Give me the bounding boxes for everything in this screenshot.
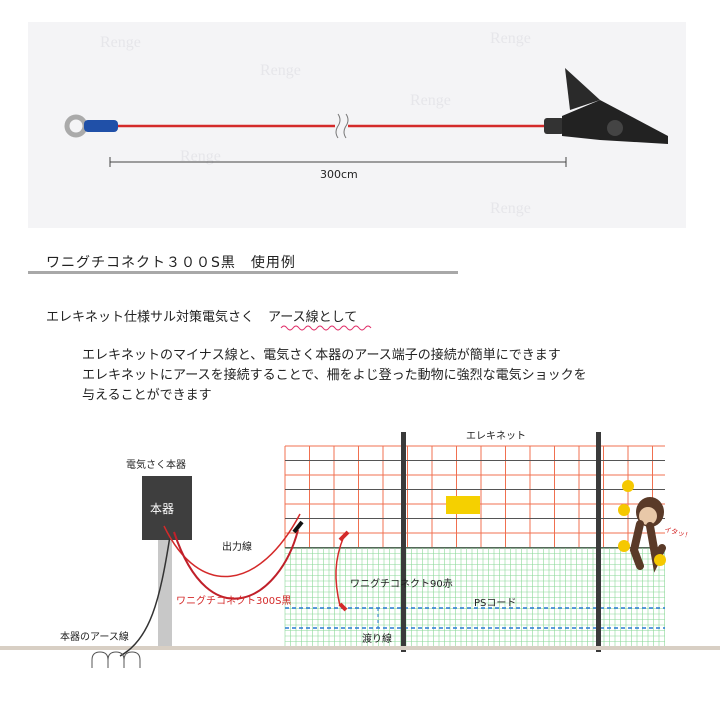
output-wire-label: 出力線 [222,542,252,553]
description-line: 与えることができます [82,388,212,403]
fence-post [401,432,406,652]
earth-wire [119,535,171,657]
red-clip-wire [335,535,345,607]
net-label: エレキネット [466,431,526,442]
earth-rod-icon [91,651,141,668]
red-clip-icon [338,530,350,612]
black-clip-label: ワニグチコネクト300S黒 [176,596,292,607]
heading-rule [28,271,458,274]
energizer-box [142,476,192,540]
ring-terminal [64,114,118,138]
subtitle-highlight: アース線として [268,310,358,325]
dimension-line [109,157,567,167]
highlight-wave [280,325,372,331]
description: エレキネットのマイナス線と、電気さく本器のアース端子の接続が簡単にできます エレ… [82,346,587,406]
subtitle-prefix: エレキネット仕様サル対策電気さく [46,310,255,325]
watermark: Renge [490,200,531,217]
red-clip-label: ワニグチコネクト90赤 [350,579,453,590]
energizer-pole [158,540,172,646]
output-wire [163,513,301,578]
energizer-title: 電気さく本器 [126,460,186,471]
watermark: Renge [180,148,221,165]
energizer-box-label: 本器 [150,502,175,516]
section-heading: ワニグチコネクト３００S黒 使用例 [46,255,296,271]
black-clip-wire [173,529,299,600]
alligator-clip [544,68,668,144]
warning-sign [446,496,480,514]
ground-line [0,646,720,650]
watermark: Renge [410,92,451,109]
watermark: Renge [100,34,141,51]
jumper-label: 渡り線 [362,634,392,645]
subtitle: エレキネット仕様サル対策電気さくアース線として [46,306,357,325]
ps-cord-line [285,607,665,629]
length-label: 300cm [320,168,358,181]
description-line: エレキネットにアースを接続することで、柵をよじ登った動物に強烈な電気ショックを [82,368,587,383]
fence-post [596,432,601,652]
black-clip-icon [292,520,304,534]
ps-cord-label: PSコード [474,598,517,609]
watermark: Renge [260,62,301,79]
monkey-icon [618,480,666,573]
earth-wire-label: 本器のアース線 [60,632,129,643]
watermark: Renge [490,30,531,47]
description-line: エレキネットのマイナス線と、電気さく本器のアース端子の接続が簡単にできます [82,348,561,363]
break-mark [335,113,349,139]
